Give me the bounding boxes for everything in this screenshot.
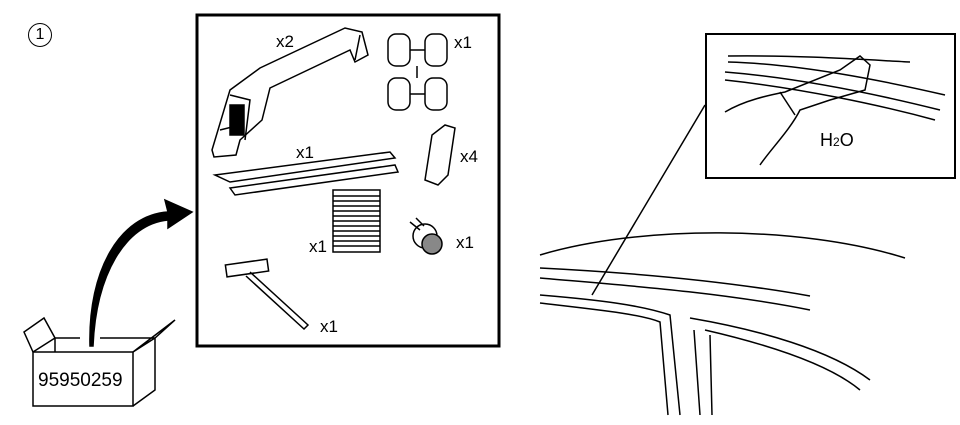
car-roof-drawing (539, 232, 906, 416)
key-set-drawing (409, 217, 443, 255)
instruction-sheet-drawing (332, 189, 381, 253)
water-label-h: H (820, 130, 833, 150)
t-handle-wrench-drawing (224, 258, 310, 331)
water-label-o: O (839, 130, 854, 150)
water-label: H2O (820, 130, 854, 151)
detail-leader-line (591, 104, 706, 296)
qty-trim-strip: x1 (296, 143, 314, 162)
water-label-sub: 2 (833, 135, 840, 149)
trim-strip-drawing (212, 151, 400, 196)
qty-end-cap: x4 (460, 147, 478, 166)
qty-instruction-sheet: x1 (309, 237, 327, 256)
end-cap-drawing (424, 124, 456, 186)
clip-set-drawing (387, 33, 448, 111)
package-box (23, 316, 176, 407)
package-part-number: 95950259 (38, 370, 123, 391)
qty-clip-set: x1 (454, 33, 472, 52)
step-number-badge: 1 (28, 23, 52, 47)
kit-contents-frame (195, 13, 501, 348)
curved-arrow (89, 198, 194, 347)
qty-roof-rack-bar: x2 (276, 32, 294, 51)
roof-rack-bar-drawing (211, 27, 369, 158)
qty-key-set: x1 (456, 233, 474, 252)
qty-t-handle-wrench: x1 (320, 317, 338, 336)
hand-cleaning-drawing (724, 55, 946, 166)
detail-frame (705, 33, 956, 179)
